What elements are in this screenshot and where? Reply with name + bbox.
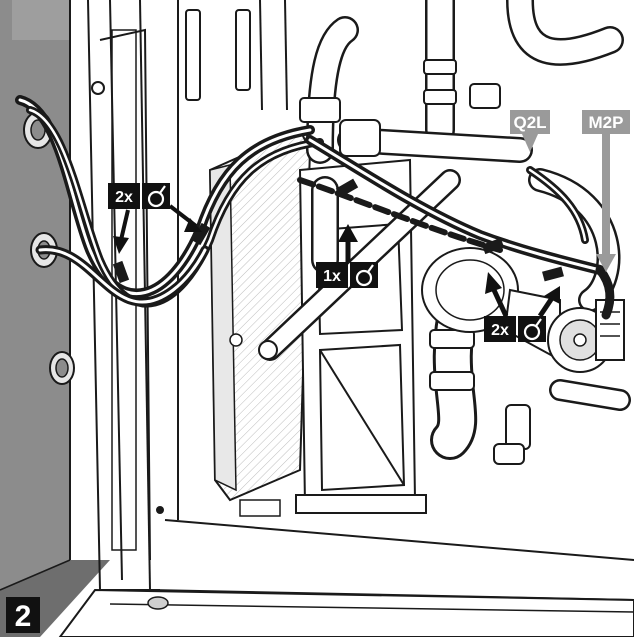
callout-2x-left: 2x xyxy=(108,183,202,254)
tag-m2p: M2P xyxy=(582,110,630,272)
tag-m2p-label: M2P xyxy=(589,113,624,132)
callout-1x-center: 1x xyxy=(316,224,378,288)
tag-q2l-label: Q2L xyxy=(513,113,546,132)
callout-quantity: 2x xyxy=(115,189,133,206)
pipe-fittings xyxy=(258,59,531,465)
tag-q2l: Q2L xyxy=(510,110,550,152)
cabinet-side-panel xyxy=(0,0,110,637)
step-number: 2 xyxy=(15,600,32,633)
cabinet-base xyxy=(58,588,634,637)
cable-ties xyxy=(112,178,564,284)
cable-harness xyxy=(15,95,615,320)
callout-2x-right: 2x xyxy=(484,272,560,342)
callout-quantity: 2x xyxy=(491,322,509,339)
callout-quantity: 1x xyxy=(323,268,341,285)
step-number-badge: 2 xyxy=(6,597,40,633)
cable-grommet xyxy=(23,111,53,149)
cable-tie-icon xyxy=(142,183,170,209)
heat-exchanger-unit xyxy=(208,128,312,517)
cable-tie-icon xyxy=(350,262,378,288)
cable-grommet xyxy=(49,351,75,385)
cable-tie-icon xyxy=(518,316,546,342)
